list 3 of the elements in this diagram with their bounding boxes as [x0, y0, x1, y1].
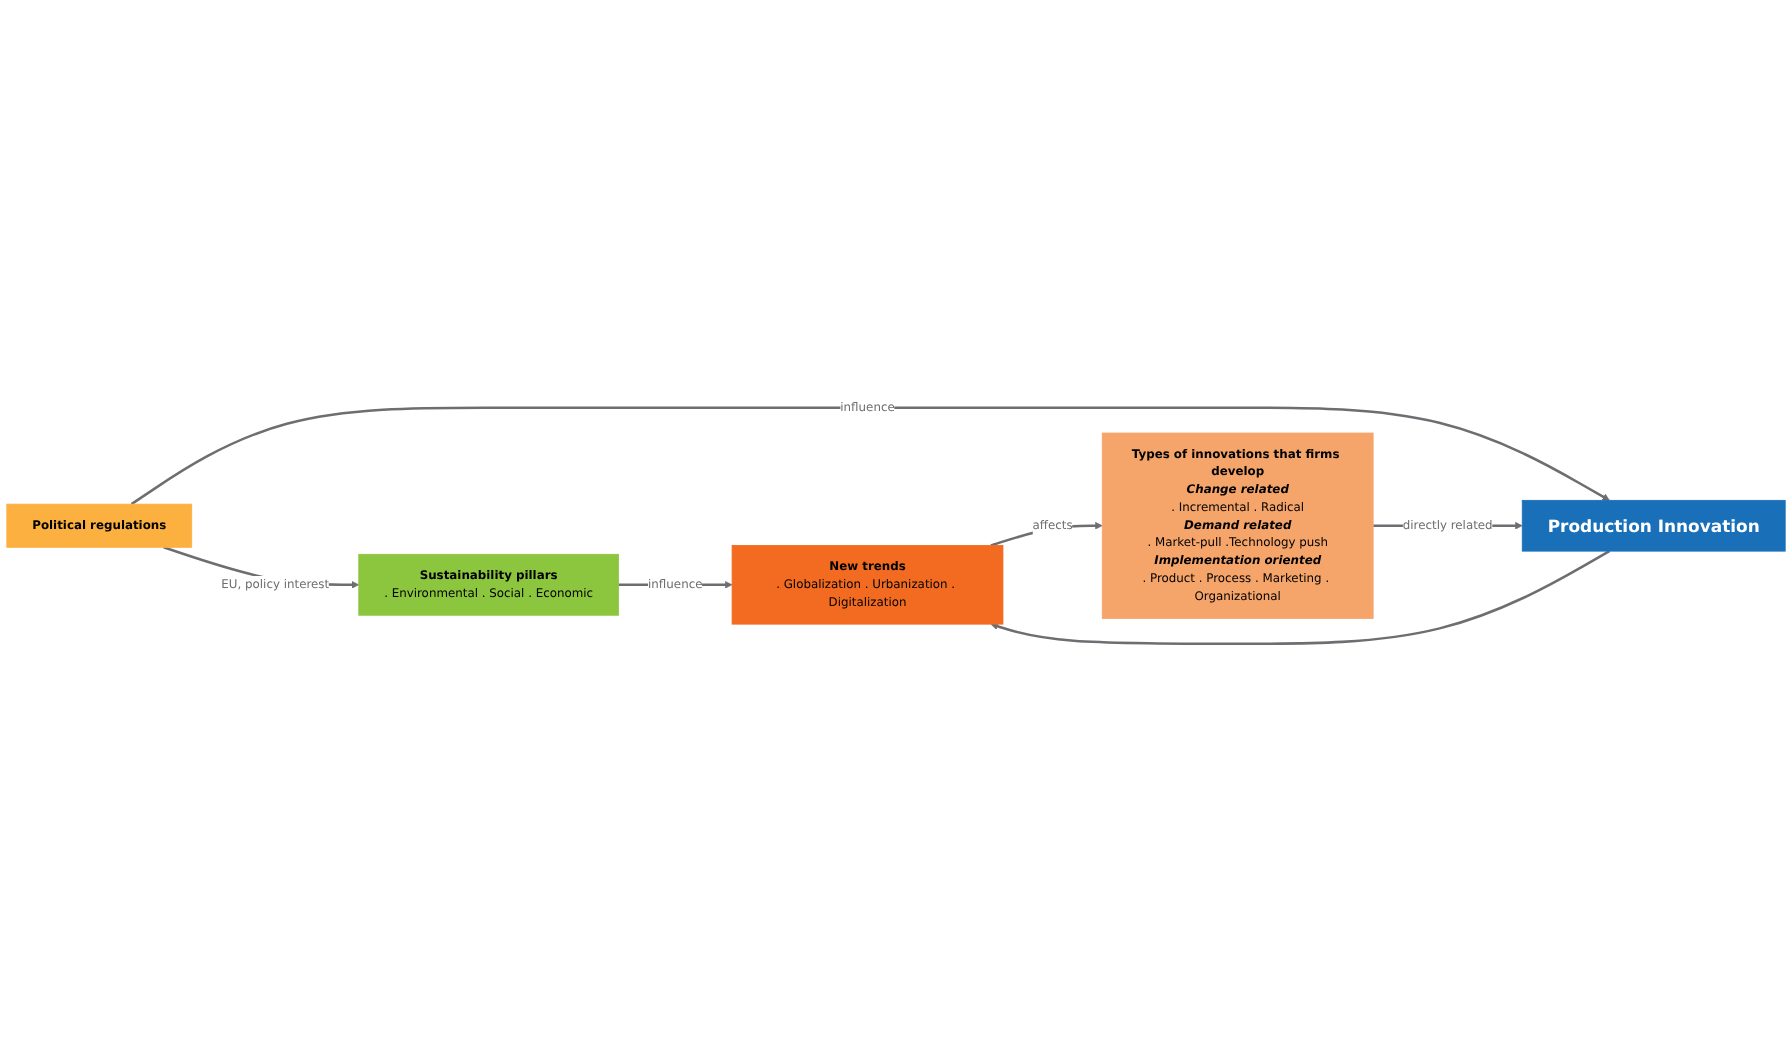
arrow: [990, 549, 1611, 645]
node-box: Production Innovation: [1521, 499, 1786, 552]
arrow: [130, 406, 1610, 505]
